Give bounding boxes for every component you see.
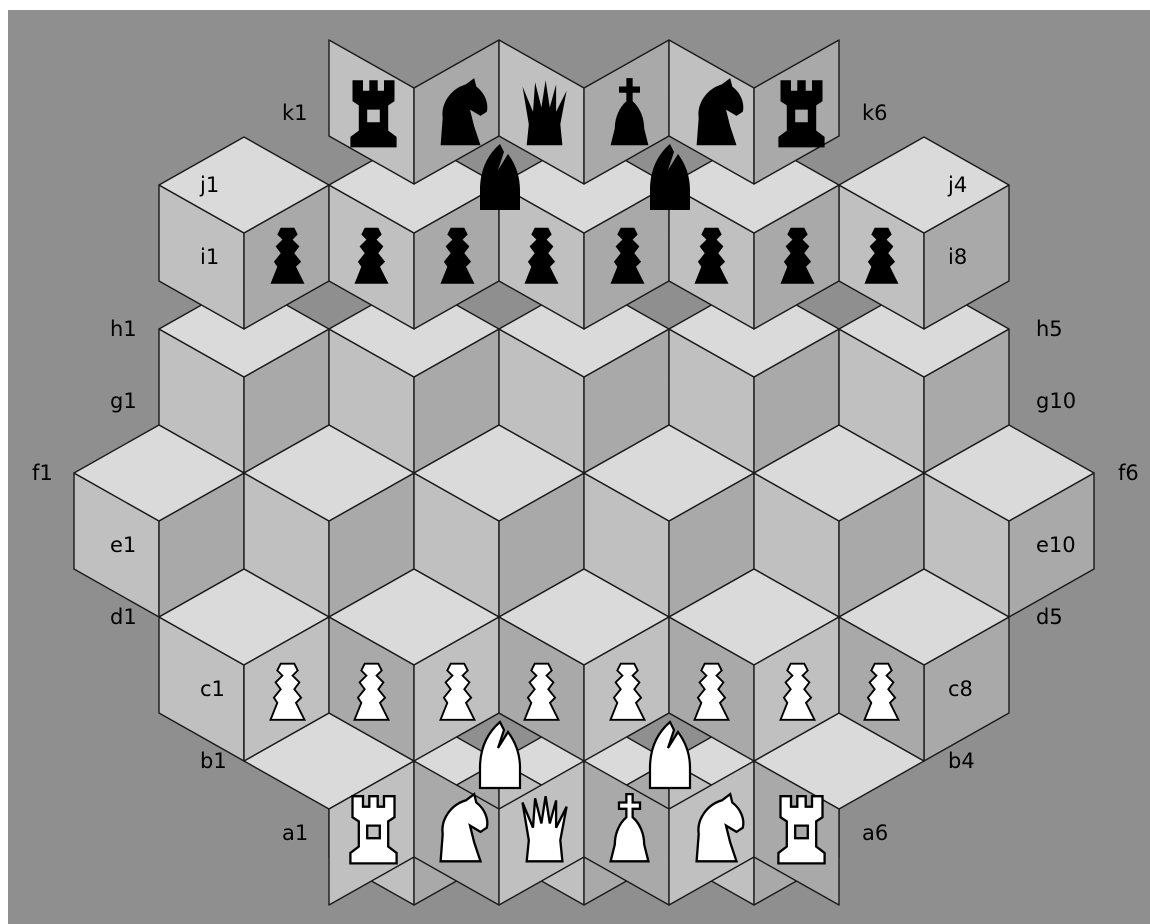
row-label-left: k1 — [282, 101, 308, 125]
row-label-right: d5 — [1036, 605, 1063, 629]
row-label-right: b4 — [948, 749, 975, 773]
row-label-right: g10 — [1036, 389, 1076, 413]
row-label-right: k6 — [862, 101, 888, 125]
row-label-left: j1 — [199, 173, 219, 197]
row-label-right: e10 — [1036, 533, 1076, 557]
row-label-right: c8 — [948, 677, 973, 701]
row-label-left: c1 — [200, 677, 225, 701]
row-label-right: h5 — [1036, 317, 1063, 341]
row-label-left: h1 — [110, 317, 137, 341]
row-label-left: a1 — [282, 821, 308, 845]
row-label-left: g1 — [110, 389, 137, 413]
row-label-right: i8 — [948, 245, 967, 269]
row-label-left: b1 — [200, 749, 227, 773]
row-label-right: a6 — [862, 821, 888, 845]
row-label-right: f6 — [1118, 461, 1139, 485]
row-label-left: f1 — [32, 461, 53, 485]
row-label-right: j4 — [947, 173, 967, 197]
row-label-left: d1 — [110, 605, 137, 629]
row-label-left: i1 — [200, 245, 219, 269]
row-label-left: e1 — [110, 533, 136, 557]
